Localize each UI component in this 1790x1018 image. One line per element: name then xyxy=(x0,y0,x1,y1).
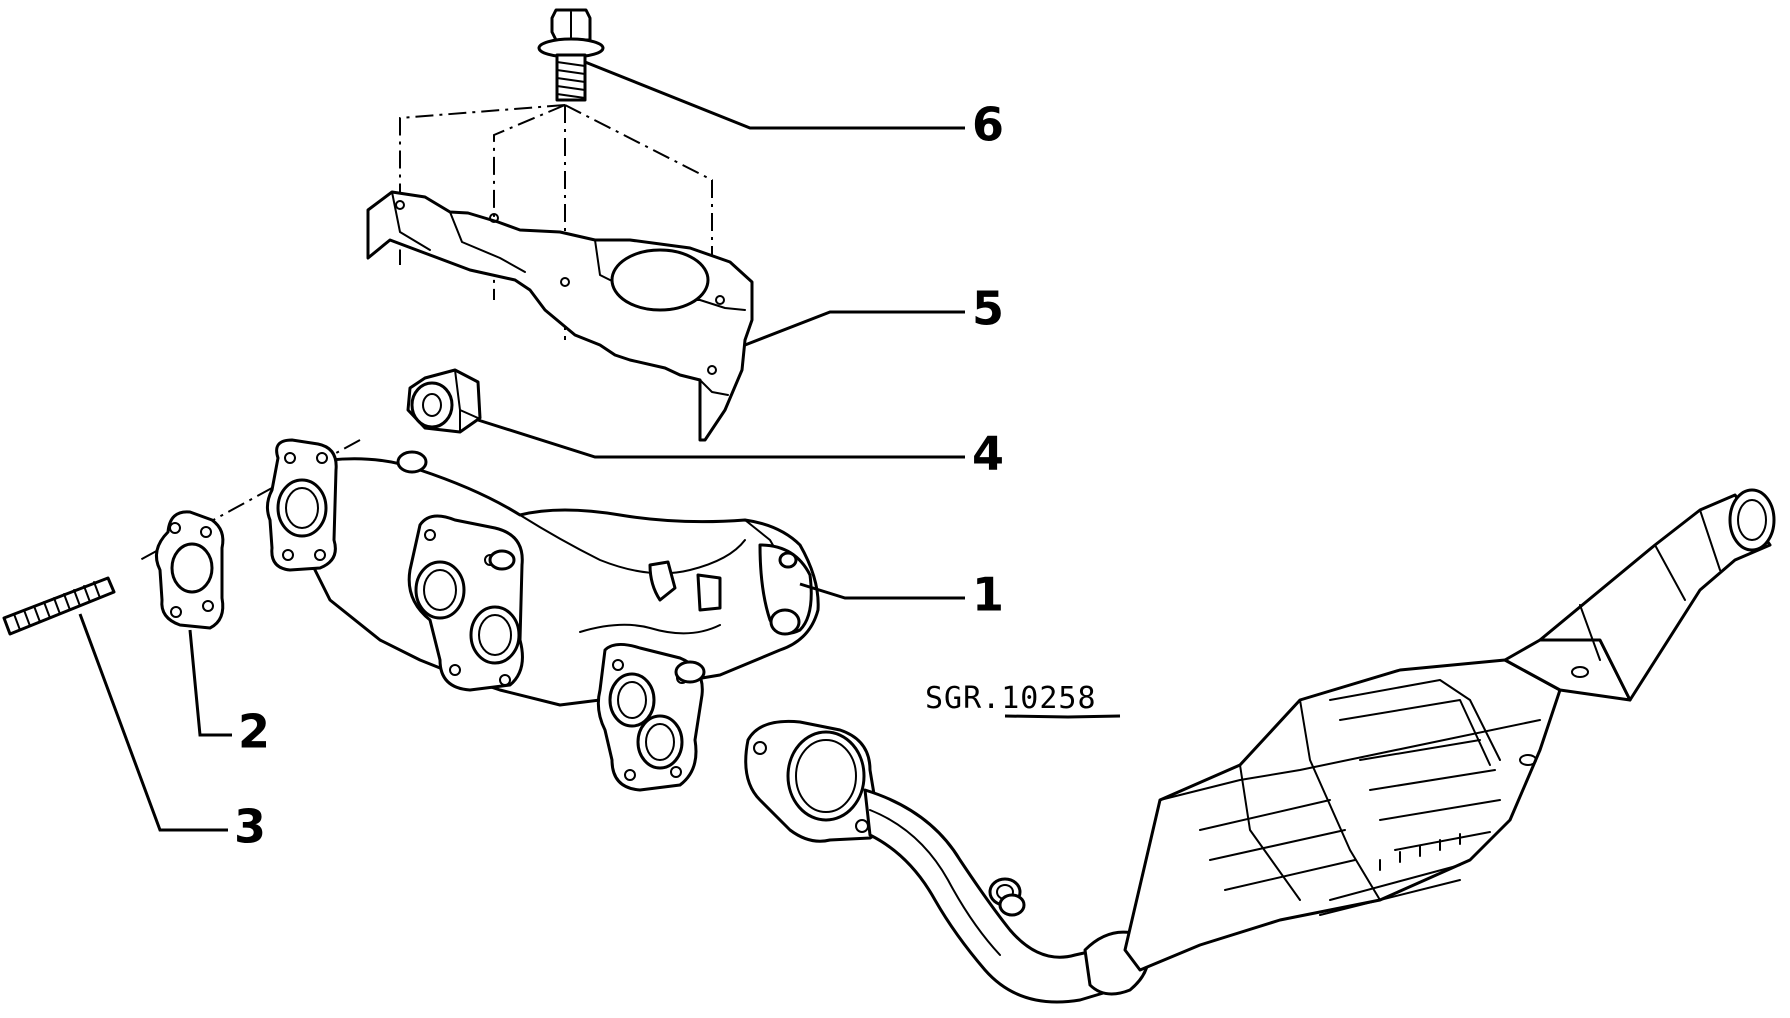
callout-6: 6 xyxy=(972,98,1004,152)
part-5-heat-shield xyxy=(366,190,754,442)
leader-lines xyxy=(78,60,1121,832)
leader-3 xyxy=(78,613,228,832)
leader-1 xyxy=(799,582,965,600)
part-6-bolt xyxy=(537,8,605,102)
leader-5 xyxy=(744,310,965,347)
leader-6 xyxy=(584,60,965,130)
callout-5: 5 xyxy=(972,282,1004,336)
leader-reference xyxy=(1004,714,1121,719)
part-3-stud xyxy=(2,576,116,636)
callout-4: 4 xyxy=(972,427,1004,481)
callout-1: 1 xyxy=(972,568,1004,622)
leader-2 xyxy=(188,629,232,737)
part-4-nut xyxy=(406,368,482,434)
reference-code-label: SGR.10258 xyxy=(925,681,1097,716)
leader-4 xyxy=(477,418,965,459)
callout-2: 2 xyxy=(238,705,270,759)
part-2-gasket xyxy=(154,510,225,630)
callout-3: 3 xyxy=(234,800,266,854)
catalytic-converter-assembly xyxy=(744,488,1776,1004)
part-1-exhaust-manifold xyxy=(265,438,820,792)
